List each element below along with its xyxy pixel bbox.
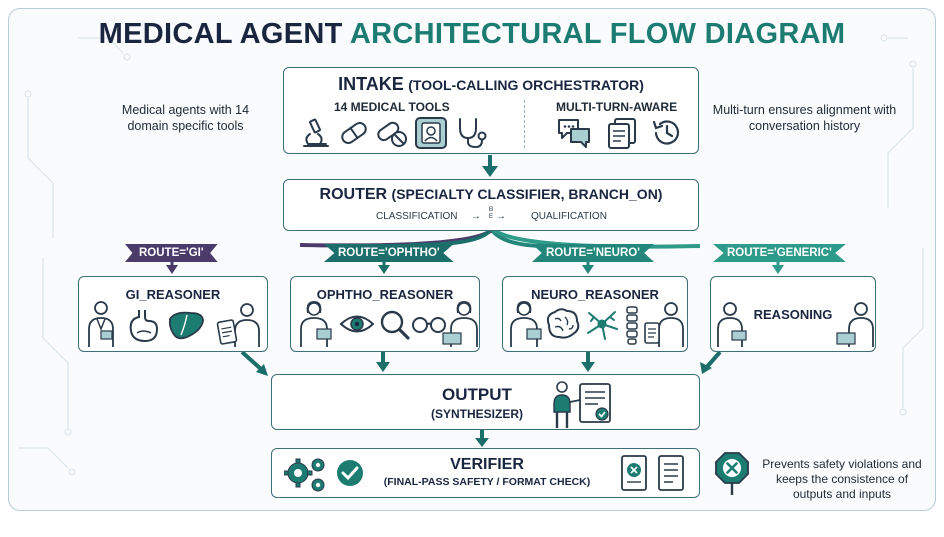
verifier-title: VERIFIER	[450, 456, 524, 473]
check-circle-icon	[337, 460, 363, 486]
magnifier-icon	[380, 310, 410, 340]
doctor-female-icon-2	[510, 301, 542, 347]
arrow-right-icon-2: →	[496, 211, 506, 222]
router-box: ROUTER (SPECIALTY CLASSIFIER, BRANCH_ON)…	[283, 179, 699, 231]
doctor-with-laptop-icon	[442, 301, 478, 347]
note-right: Multi-turn ensures alignment with conver…	[712, 103, 897, 133]
medical-record-icon	[415, 117, 447, 149]
chat-bubbles-icon	[558, 119, 590, 148]
title-part-2: ARCHITECTURAL FLOW DIAGRAM	[349, 18, 846, 50]
glasses-icon	[412, 317, 446, 333]
synthesizer-person-document-icon	[553, 381, 611, 428]
router-classification-label: CLASSIFICATION	[376, 211, 458, 222]
spine-icon	[626, 306, 638, 345]
stomach-icon	[129, 310, 159, 343]
circuit-decoration	[18, 34, 924, 476]
verifier-heading: VERIFIER (FINAL-PASS SAFETY / FORMAT CHE…	[372, 456, 602, 488]
history-clock-icon	[652, 120, 680, 145]
neuro-reasoner-title: NEURO_REASONER	[531, 287, 659, 302]
route-label-neuro: ROUTE='NEURO'	[532, 244, 654, 262]
router-title: ROUTER	[319, 186, 388, 203]
verifier-box: VERIFIER (FINAL-PASS SAFETY / FORMAT CHE…	[271, 448, 700, 498]
ophtho-reasoner-box: OPHTHO_REASONER	[290, 276, 480, 352]
liver-icon	[168, 311, 204, 340]
doctor-icon	[88, 301, 114, 347]
intake-divider	[524, 100, 525, 148]
output-subtitle: (SYNTHESIZER)	[430, 407, 523, 421]
intake-title: INTAKE	[338, 74, 404, 94]
output-title: OUTPUT	[442, 385, 512, 404]
doctor-with-tablet-icon	[644, 302, 684, 347]
note-left: Medical agents with 14 domain specific t…	[121, 103, 250, 133]
intake-box: INTAKE (TOOL-CALLING ORCHESTRATOR) 14 ME…	[283, 67, 699, 154]
intake-subtitle: (TOOL-CALLING ORCHESTRATOR)	[408, 77, 644, 93]
doctor-with-chart-icon	[216, 303, 260, 347]
tools-label: 14 MEDICAL TOOLS	[334, 100, 450, 114]
ophtho-reasoner-title: OPHTHO_REASONER	[316, 287, 454, 302]
doctor-with-laptop-icon-2	[836, 302, 874, 347]
neuron-icon	[587, 311, 618, 340]
diagram-title: MEDICAL AGENT ARCHITECTURAL FLOW DIAGRAM	[0, 18, 944, 51]
brain-icon	[546, 308, 580, 339]
generic-reasoning-title: REASONING	[753, 307, 833, 322]
router-subtitle: (SPECIALTY CLASSIFIER, BRANCH_ON)	[391, 186, 663, 202]
doctor-icon-2	[717, 302, 747, 347]
title-part-1: MEDICAL AGENT	[98, 18, 343, 50]
microscope-icon	[303, 118, 329, 147]
gears-icon	[284, 458, 325, 492]
doctor-female-icon	[300, 301, 332, 347]
router-qualification-label: QUALIFICATION	[531, 211, 607, 222]
neuro-reasoner-box: NEURO_REASONER	[502, 276, 688, 352]
gi-reasoner-title: GI_REASONER	[125, 287, 221, 302]
multiturn-label: MULTI-TURN-AWARE	[556, 100, 678, 114]
arrow-right-icon: →	[471, 211, 481, 222]
stethoscope-icon	[459, 118, 487, 149]
intake-heading: INTAKE (TOOL-CALLING ORCHESTRATOR)	[284, 74, 698, 95]
route-label-gi: ROUTE='GI'	[125, 244, 218, 262]
router-mid-letters: B E	[488, 206, 494, 220]
verifier-subtitle: (FINAL-PASS SAFETY / FORMAT CHECK)	[383, 476, 591, 488]
route-label-generic: ROUTE='GENERIC'	[713, 244, 846, 262]
eye-icon	[339, 315, 375, 333]
document-reject-icon	[621, 455, 647, 491]
output-box: OUTPUT (SYNTHESIZER)	[271, 374, 700, 430]
note-verifier: Prevents safety violations and keeps the…	[762, 457, 922, 501]
router-heading: ROUTER (SPECIALTY CLASSIFIER, BRANCH_ON)	[284, 186, 698, 204]
pill-capsule-icon	[341, 121, 367, 145]
documents-icon	[608, 118, 636, 149]
route-label-ophtho: ROUTE='OPHTHO'	[324, 244, 454, 262]
document-lines-icon	[658, 455, 684, 491]
output-heading: OUTPUT (SYNTHESIZER)	[422, 385, 532, 421]
pill-tablet-icon	[377, 121, 407, 147]
stop-sign-icon	[715, 452, 749, 495]
generic-reasoning-box: REASONING	[710, 276, 876, 352]
gi-reasoner-box: GI_REASONER	[78, 276, 268, 352]
